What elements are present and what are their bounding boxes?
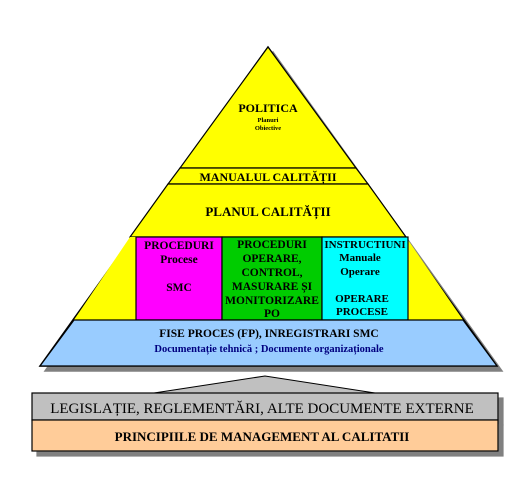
up-arrow-icon xyxy=(153,375,376,394)
procedures-title: PROCEDURI xyxy=(144,240,214,252)
instructions-title: INSTRUCTIUNI xyxy=(324,239,405,251)
right-side-fill xyxy=(400,237,463,320)
principles-box xyxy=(31,419,499,452)
left-side-fill xyxy=(74,237,136,320)
operational-line-2: OPERARE, xyxy=(242,253,301,265)
manual-label: MANUALUL CALITĂȚII xyxy=(199,170,336,185)
operational-procedures-box xyxy=(221,236,323,321)
apex-title: POLITICA xyxy=(238,101,298,115)
records-line-1: FISE PROCES (FP), INREGISTRARI SMC xyxy=(159,328,378,340)
apex-subtitle-2: Obiective xyxy=(255,125,281,132)
legislation-label: LEGISLAȚIE, REGLEMENTĂRI, ALTE DOCUMENTE… xyxy=(50,400,474,417)
records-section xyxy=(38,319,499,367)
instructions-line-4: OPERARE xyxy=(335,293,389,305)
plan-label: PLANUL CALITĂȚII xyxy=(205,204,330,220)
operational-line-4: MASURARE ȘI xyxy=(232,281,313,294)
operational-line-1: PROCEDURI xyxy=(237,239,307,251)
principles-label: PRINCIPIILE DE MANAGEMENT AL CALITATII xyxy=(115,429,410,444)
instructions-line-3: Operare xyxy=(340,266,380,278)
operational-line-5: MONITORIZARE xyxy=(225,295,319,307)
procedures-subtitle: Procese xyxy=(160,254,197,266)
instructions-line-2: Manuale xyxy=(339,252,381,264)
legislation-box xyxy=(31,392,499,421)
operational-line-3: CONTROL, xyxy=(241,267,302,279)
apex-subtitle-1: Planuri xyxy=(258,117,279,124)
instructions-line-5: PROCESE xyxy=(336,306,388,318)
operational-line-6: PO xyxy=(264,308,280,320)
records-line-2: Documentație tehnică ; Documente organiz… xyxy=(154,344,384,355)
procedures-smc: SMC xyxy=(166,282,192,294)
instructions-box xyxy=(321,236,409,321)
